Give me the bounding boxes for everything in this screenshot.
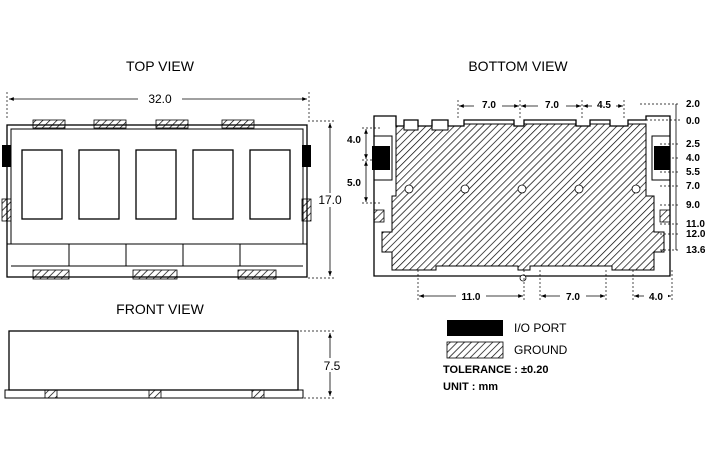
ground-label: GROUND <box>514 343 568 357</box>
front-view: 7.5 <box>4 330 344 399</box>
bottom-view: 7.0 7.0 4.5 4.0 5.0 <box>344 98 706 303</box>
front-height-dimension: 7.5 <box>324 359 341 373</box>
tolerance-note: TOLERANCE : ±0.20 <box>443 364 548 376</box>
top-window-5 <box>249 149 291 220</box>
bottom-right-dim-2: 0.0 <box>686 116 700 127</box>
bottom-right-dim-3: 2.5 <box>686 139 700 150</box>
top-window-1 <box>21 149 63 220</box>
bottom-bottom-dim-1: 11.0 <box>462 292 481 303</box>
bottom-right-dim-5: 5.5 <box>686 167 700 178</box>
bottom-bottom-dim-2: 7.0 <box>566 292 580 303</box>
bottom-right-dim-1: 2.0 <box>686 99 700 110</box>
io-port-swatch <box>447 320 503 336</box>
ground-swatch <box>446 341 504 359</box>
bottom-right-dim-8: 11.0 <box>686 219 705 230</box>
bottom-right-dim-9: 12.0 <box>686 229 706 240</box>
top-height-dimension: 17.0 <box>318 193 342 207</box>
top-width-dimension: 32.0 <box>148 92 172 106</box>
front-view-title: FRONT VIEW <box>116 301 204 317</box>
top-window-2 <box>78 149 120 220</box>
right-dimension-ladder <box>640 103 680 251</box>
bottom-view-title: BOTTOM VIEW <box>468 58 568 74</box>
unit-note: UNIT : mm <box>443 381 498 393</box>
legend: I/O PORT GROUND TOLERANCE : ±0.20 UNIT :… <box>443 320 568 393</box>
bottom-left-dim-1: 4.0 <box>347 135 361 146</box>
top-window-4 <box>192 149 234 220</box>
bottom-top-dim-2: 7.0 <box>545 100 559 111</box>
bottom-right-dim-10: 13.6 <box>686 245 706 256</box>
bottom-bottom-dim-3: 4.0 <box>649 292 663 303</box>
bottom-left-dim-2: 5.0 <box>347 178 361 189</box>
bottom-right-dim-4: 4.0 <box>686 153 700 164</box>
top-view: 32.0 17.0 <box>1 91 346 280</box>
io-port-label: I/O PORT <box>514 321 567 335</box>
bottom-top-dim-1: 7.0 <box>482 100 496 111</box>
bottom-right-dim-6: 7.0 <box>686 181 700 192</box>
top-view-title: TOP VIEW <box>126 58 195 74</box>
bottom-top-dim-3: 4.5 <box>597 100 611 111</box>
top-window-3 <box>135 149 177 220</box>
bottom-right-dim-7: 9.0 <box>686 200 700 211</box>
